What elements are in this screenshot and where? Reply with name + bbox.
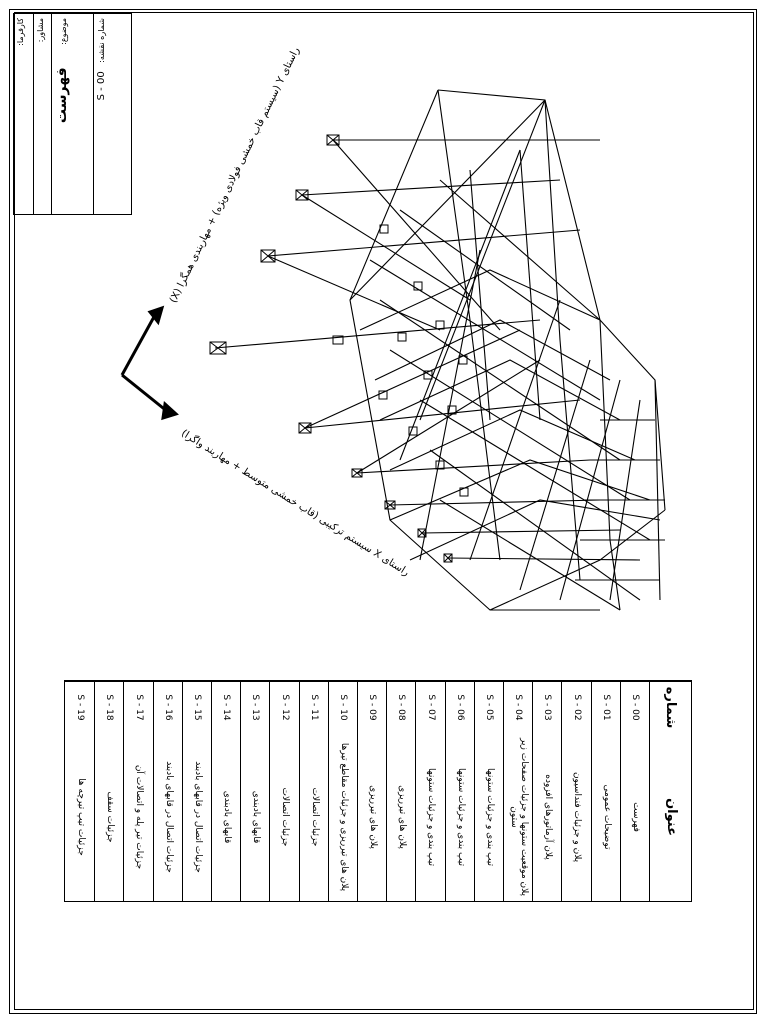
index-code: S - 18 — [95, 681, 124, 733]
index-row: S - 13 قابهای بادبندی — [240, 681, 270, 901]
index-title: پلان های تیرریزی و جزئیات مقاطع تیرها — [338, 742, 349, 892]
index-code: S - 02 — [562, 681, 591, 733]
index-code: S - 12 — [270, 681, 299, 733]
index-title: جزئیات اتصالات — [280, 787, 291, 847]
index-code: S - 07 — [416, 681, 445, 733]
index-row: S - 19 جزئیات تیپ تیرچه ها — [65, 681, 95, 901]
index-row: S - 04 پلان موقعیت ستونها و جزئیات صفحات … — [503, 681, 533, 901]
sheet-index-table: شماره عنوان S - 00 فهرست S - 01 توضیحات عمو… — [64, 680, 692, 902]
index-code: S - 03 — [533, 681, 562, 733]
index-code: S - 10 — [328, 681, 357, 733]
index-title: توضیحات عمومی — [601, 784, 612, 850]
index-code: S - 14 — [212, 681, 241, 733]
index-code: S - 01 — [591, 681, 620, 733]
index-code: S - 16 — [153, 681, 182, 733]
index-row: S - 10 پلان های تیرریزی و جزئیات مقاطع تی… — [327, 681, 357, 901]
index-code: S - 13 — [241, 681, 270, 733]
index-code: S - 00 — [620, 681, 649, 733]
index-code: S - 04 — [504, 681, 533, 733]
index-title: تیپ بندی و جزئیات ستونها — [426, 767, 437, 867]
index-code: S - 06 — [445, 681, 474, 733]
index-header-row: شماره عنوان — [649, 681, 691, 901]
index-row: S - 11 جزئیات اتصالات — [298, 681, 328, 901]
index-title: تیپ بندی و جزئیات ستونها — [455, 767, 466, 867]
index-title: تیپ بندی و جزئیات ستونها — [484, 767, 495, 867]
index-row: S - 00 فهرست — [619, 681, 649, 901]
index-title: پلان آرماتورهای افزوده — [543, 774, 554, 860]
index-row: S - 08 پلان های تیرریزی — [386, 681, 416, 901]
header-title: عنوان — [663, 798, 679, 836]
index-title: پلان موقعیت ستونها و جزئیات صفحات زیر ست… — [509, 738, 529, 896]
index-code: S - 11 — [299, 681, 328, 733]
index-code: S - 05 — [474, 681, 503, 733]
index-title: جزئیات سقف — [105, 791, 116, 843]
index-title: پلان و جزئیات فنداسیون — [572, 771, 583, 863]
index-row: S - 15 جزئیات اتصال در قابهای بادبند — [181, 681, 211, 901]
index-code: S - 09 — [358, 681, 387, 733]
index-title: پلان های تیرریزی — [397, 785, 408, 849]
index-row: S - 09 پلان های تیرریزی — [357, 681, 387, 901]
index-row: S - 18 جزئیات سقف — [94, 681, 124, 901]
drawing-border-inner — [14, 12, 754, 1010]
index-title: قابهای بادبندی — [222, 790, 233, 844]
header-code: شماره — [650, 681, 691, 733]
index-title: جزئیات تیپ تیرچه ها — [75, 778, 86, 856]
index-title: جزئیات اتصالات — [309, 787, 320, 847]
index-code: S - 15 — [182, 681, 211, 733]
index-row: S - 07 تیپ بندی و جزئیات ستونها — [415, 681, 445, 901]
index-title: جزئیات اتصال در قابهای بادبند — [163, 761, 174, 873]
index-title: جزئیات اتصال در قابهای بادبند — [192, 761, 203, 873]
index-row: S - 03 پلان آرماتورهای افزوده — [532, 681, 562, 901]
index-row: S - 05 تیپ بندی و جزئیات ستونها — [473, 681, 503, 901]
index-code: S - 08 — [387, 681, 416, 733]
axis-triad-icon — [120, 305, 179, 421]
index-row: S - 14 قابهای بادبندی — [211, 681, 241, 901]
index-code: S - 17 — [124, 681, 153, 733]
index-row: S - 02 پلان و جزئیات فنداسیون — [561, 681, 591, 901]
index-row: S - 12 جزئیات اتصالات — [269, 681, 299, 901]
index-title: فهرست — [630, 802, 641, 832]
index-code: S - 19 — [65, 681, 95, 733]
index-row: S - 01 توضیحات عمومی — [590, 681, 620, 901]
drawing-border-outer — [9, 9, 757, 1014]
index-title: قابهای بادبندی — [251, 790, 262, 844]
title-block: کارفرما: مشاور: موضوع: فهرست شماره نقشه:… — [13, 13, 132, 215]
index-row: S - 06 تیپ بندی و جزئیات ستونها — [444, 681, 474, 901]
index-row: S - 17 جزئیات تیر پله و اتصالات آن — [123, 681, 153, 901]
index-row: S - 16 جزئیات اتصال در قابهای بادبند — [152, 681, 182, 901]
index-title: جزئیات تیر پله و اتصالات آن — [134, 764, 145, 870]
index-title: پلان های تیرریزی — [368, 785, 379, 849]
